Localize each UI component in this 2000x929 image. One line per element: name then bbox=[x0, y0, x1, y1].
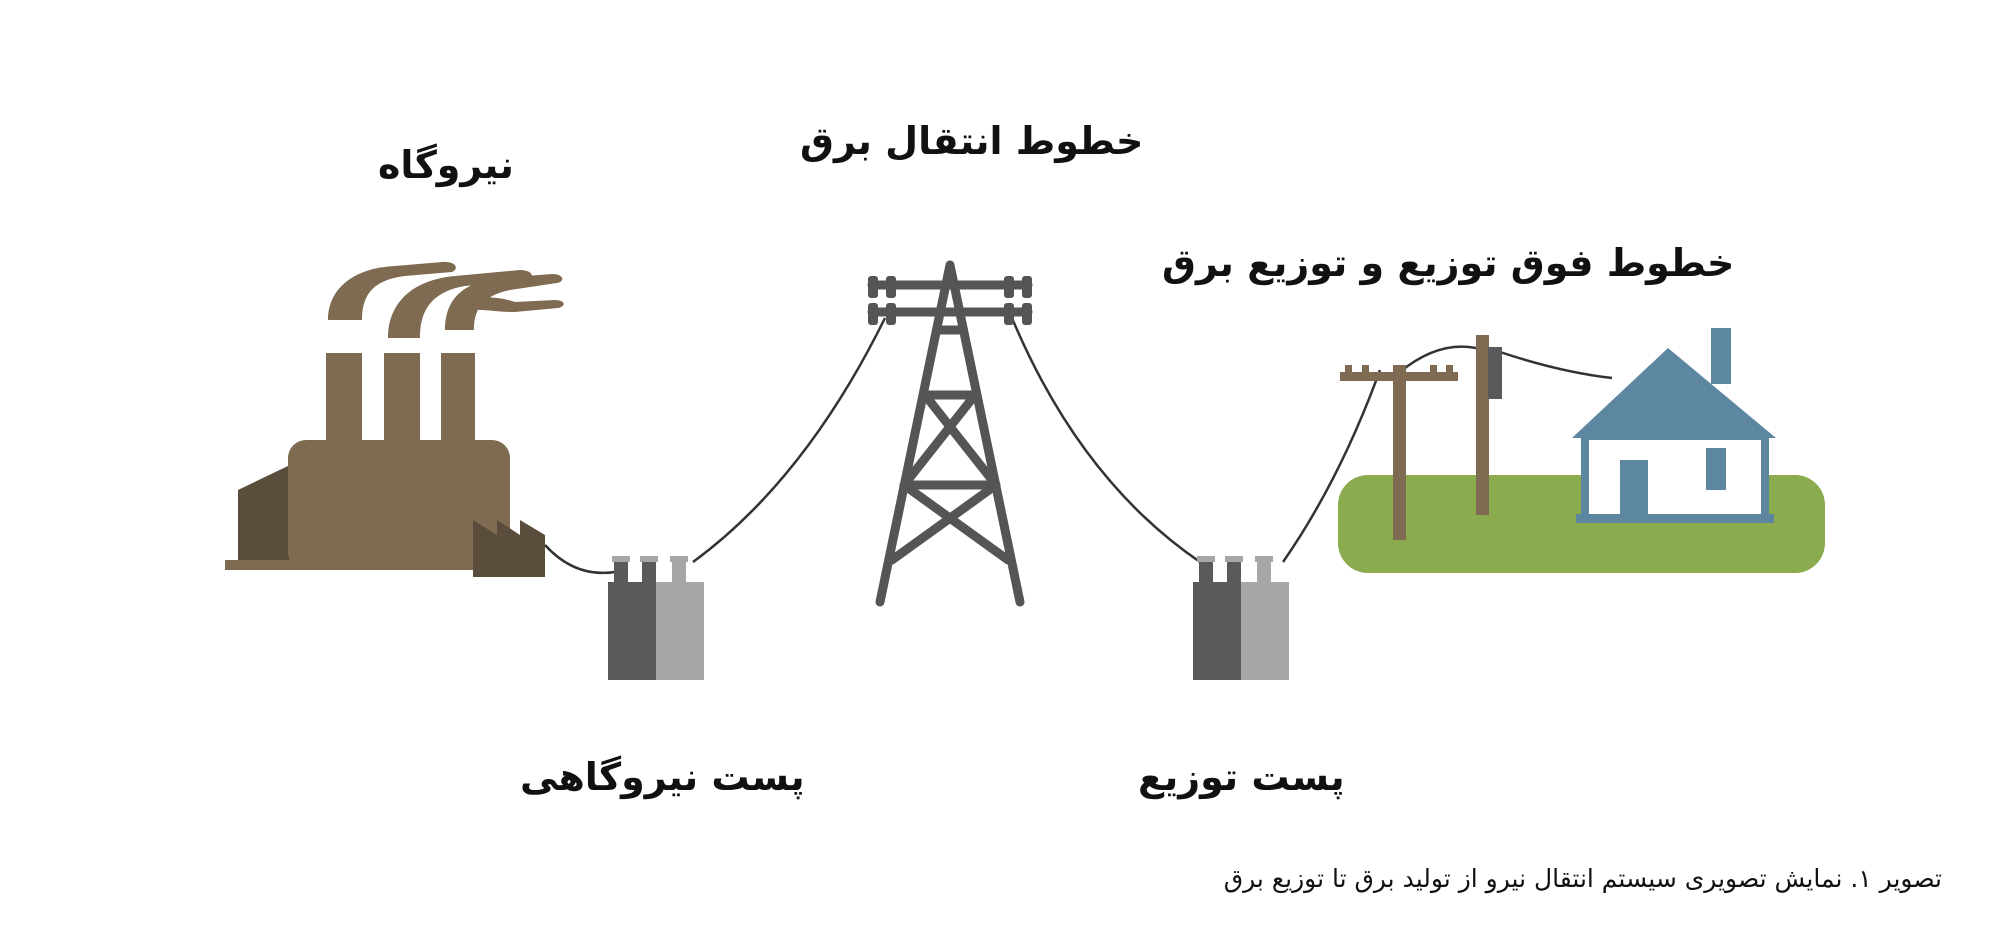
factory-sawtooth-annex bbox=[473, 520, 545, 577]
wire-substation-to-tower bbox=[692, 317, 887, 564]
house-chimney bbox=[1711, 328, 1731, 384]
pole-2-transformer bbox=[1488, 347, 1502, 399]
chimney-3 bbox=[441, 353, 475, 445]
house-roof bbox=[1572, 348, 1776, 438]
wire-pole-to-house bbox=[1499, 350, 1613, 380]
house-wall bbox=[1581, 432, 1769, 522]
house-window bbox=[1706, 448, 1726, 490]
transformer-dark bbox=[1193, 582, 1243, 680]
transformer-light bbox=[656, 582, 704, 680]
factory-base bbox=[225, 560, 515, 570]
wire-plant-to-substation bbox=[544, 544, 616, 575]
plant-substation-transformer-icon bbox=[608, 556, 704, 680]
tower-bracing bbox=[887, 325, 1013, 565]
plant-substation-label: پست نیروگاهی bbox=[520, 755, 805, 799]
distribution-substation-label: پست توزیع bbox=[1138, 755, 1345, 799]
chimney-1 bbox=[326, 353, 362, 445]
factory-icon bbox=[225, 261, 564, 577]
transmission-tower-icon bbox=[867, 260, 1033, 607]
tower-legs bbox=[875, 260, 1025, 607]
factory-smoke bbox=[328, 261, 564, 338]
wire-dist-substation-to-pole bbox=[1281, 369, 1382, 563]
wires bbox=[544, 317, 1613, 575]
pole-1-crossarm bbox=[1340, 372, 1458, 381]
pole-2-post bbox=[1476, 335, 1489, 515]
distribution-substation-transformer-icon bbox=[1193, 556, 1289, 680]
power-plant-label: نیروگاه bbox=[378, 143, 514, 187]
pole-1-post bbox=[1393, 365, 1406, 540]
transmission-lines-label: خطوط انتقال برق bbox=[800, 119, 1144, 163]
house-base bbox=[1576, 514, 1774, 523]
transformer-dark bbox=[608, 582, 658, 680]
wire-tower-to-dist-substation bbox=[1010, 317, 1201, 564]
distribution-lines-label: خطوط فوق توزیع و توزیع برق bbox=[1162, 241, 1735, 285]
house-icon bbox=[1572, 328, 1776, 523]
house-door bbox=[1620, 460, 1648, 518]
tower-insulators bbox=[868, 276, 1032, 325]
transformer-light bbox=[1241, 582, 1289, 680]
factory-body bbox=[288, 440, 510, 570]
utility-pole-icon bbox=[1340, 335, 1502, 540]
chimney-2 bbox=[384, 353, 420, 445]
figure-caption: تصویر ۱. نمایش تصویری سیستم انتقال نیرو … bbox=[1223, 864, 1942, 893]
factory-side-wing bbox=[238, 465, 290, 568]
